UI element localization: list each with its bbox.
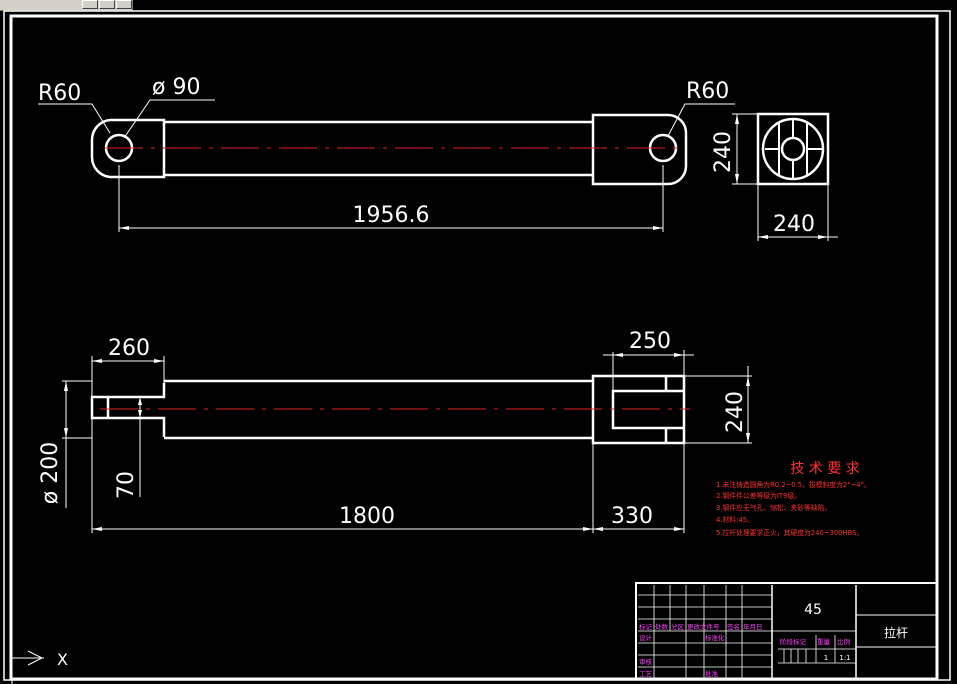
title-block [635, 582, 938, 680]
label-review: 审核 [639, 657, 653, 666]
label-r60-left: R60 [38, 81, 81, 106]
label-fork-height: 240 [723, 391, 748, 433]
label-process: 工艺 [639, 670, 653, 678]
r60-left-leader [38, 103, 111, 134]
scale-value: 1:1 [839, 654, 850, 662]
material-value: 45 [804, 602, 822, 618]
maximize-button[interactable] [99, 0, 115, 9]
label-zone: 分区 [671, 622, 685, 631]
label-weight: 重量 [817, 638, 831, 646]
label-end-width: 240 [773, 212, 815, 237]
label-dia90: ø 90 [152, 75, 200, 100]
end-view: 240 240 [711, 112, 838, 241]
qty-value: 1 [824, 654, 828, 662]
label-mark: 标记 [639, 622, 653, 631]
top-view: R60 ø 90 R60 1956.6 [38, 75, 735, 232]
left-boss-outline [90, 118, 166, 179]
ucs-icon: X [10, 640, 68, 684]
r60-right-leader [667, 103, 735, 137]
tech-item-1: 1.未注铸造圆角为R0.2~0.5，拔模斜度为2°~4°。 [716, 480, 871, 489]
label-approve: 批准 [705, 669, 719, 678]
tech-item-3: 3.钢件应无气孔、缩松、夹砂等缺陷。 [716, 503, 831, 512]
label-end-height: 240 [711, 131, 736, 173]
title-block-text: 45 拉杆 1 1:1 标记 处数 分区 更改文件号 签名 年月日 设计 标准化… [639, 602, 908, 678]
label-clevis-260: 260 [108, 336, 150, 361]
label-count: 处数 [655, 622, 669, 631]
label-sign: 签名 [727, 622, 740, 631]
label-scale: 比例 [837, 637, 850, 646]
tech-item-4: 4.材料:45。 [716, 515, 754, 524]
minimize-button[interactable] [82, 0, 98, 9]
end-square [756, 112, 830, 186]
close-button[interactable] [116, 0, 132, 9]
front-view: 260 250 240 ø 200 70 [38, 329, 752, 533]
frame-border [9, 14, 939, 681]
label-slot-70: 70 [114, 471, 139, 499]
label-stage: 阶段标记 [780, 637, 807, 646]
label-length-1800: 1800 [339, 504, 395, 529]
label-dia200: ø 200 [38, 442, 63, 504]
end-inner-circle [780, 136, 806, 162]
tech-item-2: 2.钢件件公差等级为IT9级。 [716, 491, 801, 500]
label-date: 年月日 [743, 622, 763, 631]
tech-title: 技 术 要 求 [790, 461, 859, 477]
label-fork-250: 250 [629, 329, 671, 354]
label-standard: 标准化 [705, 633, 725, 642]
dia90-leader [123, 99, 215, 139]
label-r60-right: R60 [686, 79, 729, 104]
right-end-outline [591, 113, 688, 186]
part-name: 拉杆 [884, 625, 908, 640]
ucs-x-label: X [57, 650, 68, 669]
label-docno: 更改文件号 [687, 622, 720, 631]
label-length-1956: 1956.6 [353, 203, 430, 228]
label-designer: 设计 [639, 633, 653, 642]
label-length-330: 330 [611, 504, 653, 529]
tech-requirements: 技 术 要 求 1.未注铸造圆角为R0.2~0.5，拔模斜度为2°~4°。 2.… [716, 461, 871, 537]
tech-item-5: 5.拉杆处理要求正火，其硬度为240~300HBS。 [716, 528, 863, 537]
